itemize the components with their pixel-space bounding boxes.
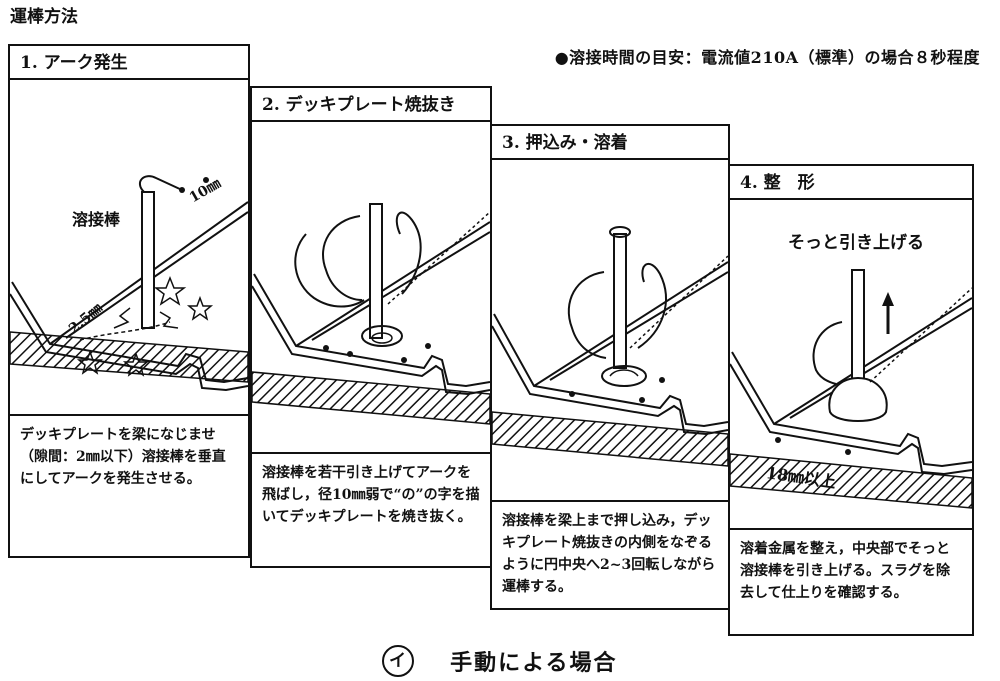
step-panel-1: 1. アーク発生 bbox=[8, 44, 250, 558]
welding-rod-label: 溶接棒 bbox=[72, 210, 121, 229]
figure-marker: イ bbox=[382, 645, 415, 677]
step-panel-3: 3. 押込み・溶着 溶接棒を梁上まで押し込み，デッキプレート焼抜き bbox=[490, 124, 730, 610]
step-title-4: 4. 整 形 bbox=[730, 166, 972, 200]
step-panel-4: 4. 整 形 そっと引き上げる 18㎜以上 溶着金属を整え，中央部でそっと溶接 bbox=[728, 164, 974, 636]
step-panel-2: 2. デッキプレート焼抜き 溶接棒を若干引き上げてア bbox=[250, 86, 492, 568]
step-illustration-4: そっと引き上げる 18㎜以上 bbox=[730, 202, 972, 524]
figure-caption: イ 手動による場合 bbox=[0, 645, 1000, 677]
step-caption-2: 溶接棒を若干引き上げてアークを飛ばし，径10㎜弱で“の”の字を描いてデッキプレー… bbox=[252, 452, 490, 566]
step-title-2: 2. デッキプレート焼抜き bbox=[252, 88, 490, 122]
step-illustration-1: 溶接棒 10㎜ 2.5㎜ bbox=[10, 82, 248, 412]
step-title-3: 3. 押込み・溶着 bbox=[492, 126, 728, 160]
figure-caption-text: 手動による場合 bbox=[450, 650, 618, 676]
step-caption-3: 溶接棒を梁上まで押し込み，デッキプレート焼抜きの内側をなぞるように円中央へ2~3… bbox=[492, 500, 728, 608]
step-title-1: 1. アーク発生 bbox=[10, 46, 248, 80]
lift-gently-label: そっと引き上げる bbox=[788, 233, 924, 253]
step-illustration-3 bbox=[492, 162, 728, 498]
step-caption-1: デッキプレートを梁になじませ（隙間：2㎜以下）溶接棒を垂直にしてアークを発生させ… bbox=[10, 414, 248, 556]
section-title: 運棒方法 bbox=[10, 7, 78, 27]
step-caption-4: 溶着金属を整え，中央部でそっと溶接棒を引き上げる。スラグを除去して仕上りを確認す… bbox=[730, 528, 972, 634]
welding-time-note: ●溶接時間の目安：電流値210A（標準）の場合８秒程度 bbox=[554, 48, 980, 67]
step-illustration-2 bbox=[252, 124, 490, 450]
